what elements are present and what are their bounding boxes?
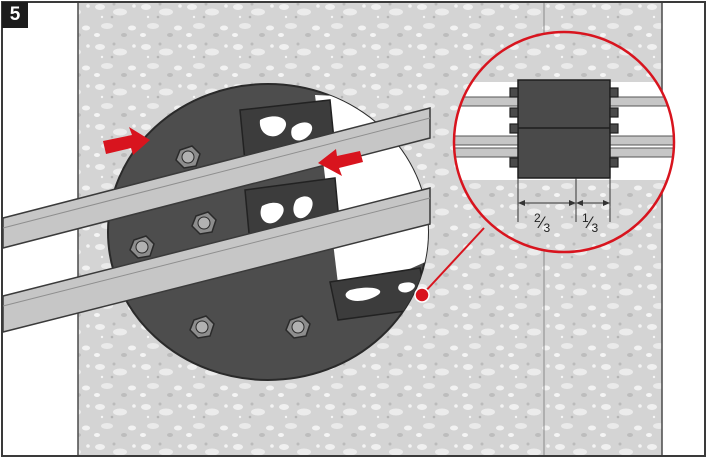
detail-magnifier: 2⁄3 1⁄3 — [452, 30, 676, 254]
bolt — [175, 145, 201, 169]
sealing-module-detail — [517, 79, 611, 179]
bolt — [191, 211, 217, 235]
fraction-one-third: 1⁄3 — [582, 211, 599, 235]
callout-line — [421, 227, 485, 296]
step-number-badge: 5 — [2, 2, 28, 28]
detail-ring — [452, 30, 676, 254]
push-arrow-left-icon — [318, 149, 363, 176]
pipe — [2, 107, 431, 249]
pipe — [2, 187, 431, 333]
fraction-two-thirds: 2⁄3 — [534, 211, 551, 235]
bolt — [189, 315, 215, 339]
push-arrow-right-icon — [103, 127, 150, 155]
callout-dot-icon — [414, 287, 430, 303]
pipes — [2, 107, 431, 333]
bolt — [129, 235, 155, 259]
bolt — [285, 315, 311, 339]
